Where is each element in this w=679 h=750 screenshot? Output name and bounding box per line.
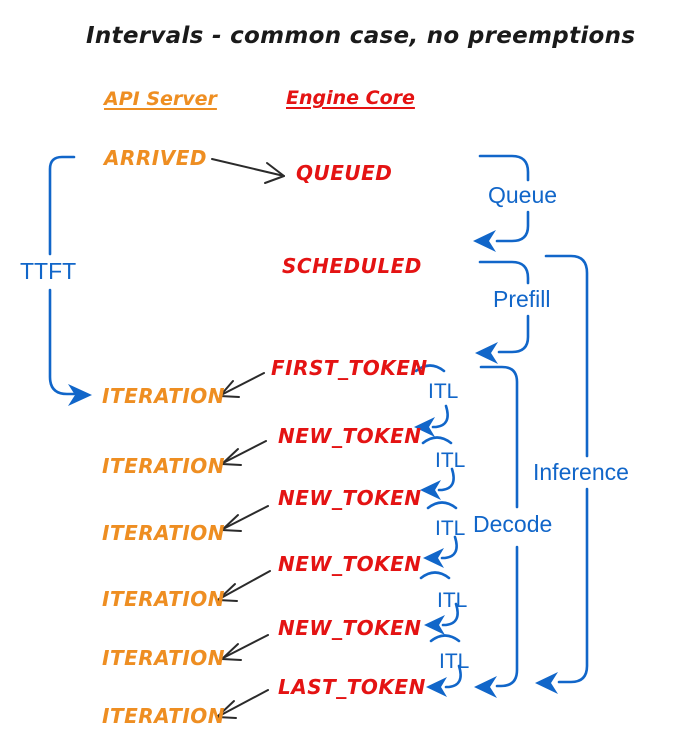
queue-bracket-bottom	[495, 210, 530, 243]
itl4-hook	[419, 571, 451, 580]
itl1-arrowhead-icon	[414, 417, 435, 437]
event-iteration-3: ITERATION	[102, 521, 226, 545]
ttft-arrowhead-icon	[68, 384, 92, 406]
arrow-arrived-to-queued	[211, 158, 285, 177]
interval-itl-label-4: ITL	[437, 589, 468, 612]
interval-queue-label: Queue	[488, 182, 558, 208]
prefill-arrowhead-icon	[475, 342, 498, 364]
decode-arrowhead-icon	[474, 676, 497, 698]
interval-inference-label: Inference	[533, 459, 629, 485]
event-new-token-3: NEW_TOKEN	[278, 552, 422, 576]
event-new-token-1: NEW_TOKEN	[278, 424, 422, 448]
itl1-return-curve	[431, 404, 449, 429]
arrow-firsttoken-to-iteration	[222, 372, 265, 395]
interval-itl-label-1: ITL	[428, 380, 459, 403]
event-iteration-4: ITERATION	[102, 587, 226, 611]
event-new-token-4: NEW_TOKEN	[278, 616, 422, 640]
itl5-return-curve	[444, 664, 462, 689]
itl3-hook	[426, 501, 458, 510]
arrow-newtoken4-to-iteration-head	[221, 643, 242, 661]
arrow-newtoken1-to-iteration	[224, 440, 267, 463]
event-iteration-2: ITERATION	[102, 454, 226, 478]
itl1-hook	[414, 364, 446, 373]
itl4-return-curve	[441, 602, 459, 627]
decode-bracket-bottom	[495, 545, 519, 688]
itl5-hook	[429, 634, 461, 643]
interval-decode-label: Decode	[473, 511, 553, 537]
itl3-arrowhead-icon	[423, 548, 444, 568]
event-last-token: LAST_TOKEN	[278, 675, 426, 699]
ttft-bracket-bottom	[48, 288, 76, 396]
event-iteration-1: ITERATION	[102, 384, 226, 408]
arrow-newtoken3-to-iteration	[220, 570, 271, 599]
diagram-title: Intervals - common case, no preemptions	[86, 23, 636, 49]
itl2-return-curve	[437, 467, 455, 492]
event-arrived: ARRIVED	[104, 146, 207, 170]
prefill-bracket-top	[478, 260, 530, 285]
arrow-lasttoken-to-iteration-head	[216, 700, 237, 719]
interval-itl-label-3: ITL	[435, 517, 466, 540]
event-new-token-2: NEW_TOKEN	[278, 486, 422, 510]
inference-arrowhead-icon	[535, 672, 558, 694]
interval-ttft-label: TTFT	[20, 258, 77, 284]
decode-bracket-top	[479, 365, 519, 509]
event-iteration-5: ITERATION	[102, 646, 226, 670]
event-first-token: FIRST_TOKEN	[271, 356, 428, 380]
arrow-newtoken1-to-iteration-head	[221, 448, 242, 466]
arrow-newtoken2-to-iteration-head	[221, 514, 242, 532]
arrow-firsttoken-to-iteration-head	[219, 380, 240, 398]
event-scheduled: SCHEDULED	[282, 254, 422, 278]
inference-bracket-bottom	[557, 487, 589, 684]
inference-bracket-top	[544, 254, 589, 458]
itl2-hook	[421, 436, 453, 445]
itl2-arrowhead-icon	[420, 480, 441, 500]
arrow-lasttoken-to-iteration	[220, 689, 269, 716]
interval-itl-label-5: ITL	[439, 650, 470, 673]
arrow-newtoken2-to-iteration	[224, 505, 269, 529]
queue-arrowhead-icon	[473, 230, 496, 252]
event-iteration-6: ITERATION	[102, 704, 226, 728]
engine-core-header: Engine Core	[286, 87, 415, 109]
event-queued: QUEUED	[296, 161, 393, 185]
prefill-bracket-bottom	[497, 314, 530, 354]
arrow-newtoken3-to-iteration-head	[217, 583, 238, 602]
itl5-arrowhead-icon	[426, 677, 447, 697]
itl3-return-curve	[440, 535, 458, 560]
ttft-bracket-top	[48, 155, 76, 256]
arrow-arrived-to-queued-head	[264, 162, 285, 184]
interval-itl-label-2: ITL	[435, 449, 466, 472]
interval-prefill-label: Prefill	[493, 286, 551, 312]
queue-bracket-top	[478, 154, 530, 182]
arrow-newtoken4-to-iteration	[224, 634, 269, 658]
api-server-header: API Server	[104, 88, 217, 110]
itl4-arrowhead-icon	[424, 615, 445, 635]
